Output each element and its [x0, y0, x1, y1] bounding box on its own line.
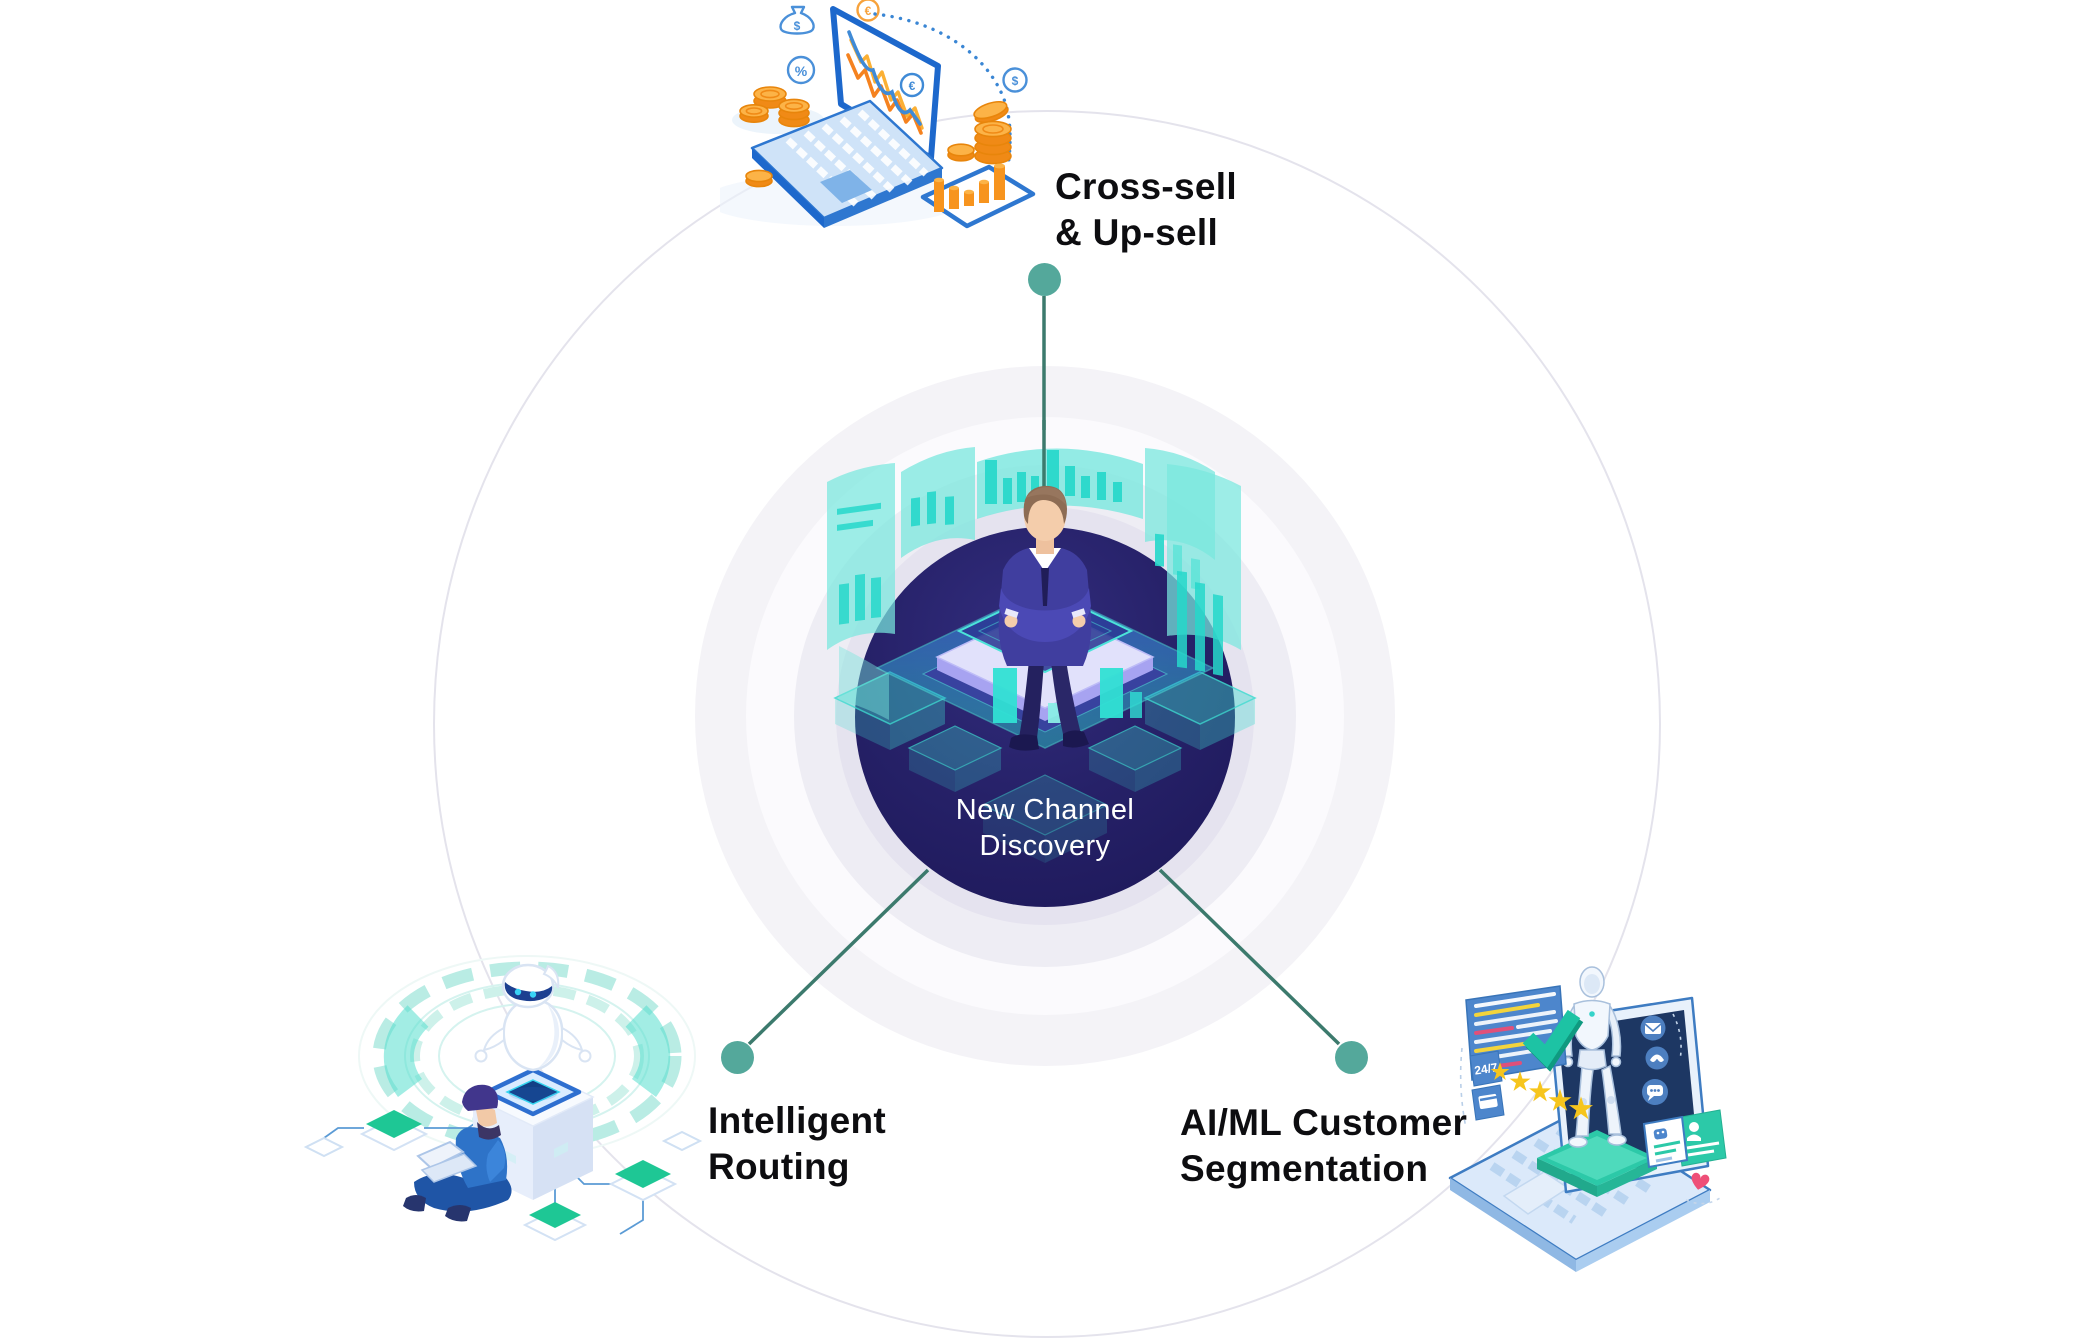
checkmark-icon — [1522, 1009, 1584, 1072]
chat-icon — [1642, 1079, 1668, 1105]
euro-coin-icon: € — [856, 0, 880, 22]
robot-platform — [1537, 1130, 1657, 1197]
humanoid-robot-icon — [1562, 966, 1627, 1148]
routing-line1: Intelligent — [708, 1100, 887, 1141]
center-label-line2: Discovery — [979, 830, 1111, 862]
sitting-person — [403, 1084, 512, 1222]
star-rating — [1490, 1062, 1594, 1120]
tablet-bar-chart-icon — [920, 163, 1036, 229]
holo-chart-panels — [827, 447, 1241, 720]
money-bag-icon: $ — [779, 5, 815, 35]
robot-visor — [504, 982, 553, 1002]
connector-bottom-left — [747, 868, 930, 1046]
dashed-decor — [1685, 1197, 1721, 1205]
routing-line2: Routing — [708, 1146, 850, 1187]
hover-robot-icon — [474, 963, 592, 1101]
node-label-cross-sell: Cross-sell & Up-sell — [1055, 164, 1237, 256]
ai-ml-segmentation-illustration: 24/7 — [1448, 966, 1727, 1272]
svg-text:$: $ — [1012, 74, 1019, 88]
mail-icon — [1640, 1015, 1666, 1041]
new-channel-discovery-illustration — [827, 420, 1257, 863]
chip-icons — [303, 1110, 703, 1242]
beanie — [462, 1084, 498, 1111]
svg-text:€: € — [909, 79, 916, 93]
svg-text:$: $ — [794, 19, 801, 33]
center-label-line1: New Channel — [955, 794, 1135, 826]
chart-line-orange — [846, 53, 923, 135]
chart-line-blue — [847, 30, 922, 126]
svg-text:%: % — [795, 63, 808, 79]
orbit-circle — [433, 110, 1661, 1338]
node-dot-bottom-left — [721, 1041, 754, 1074]
badge-24-7: 24/7 — [1469, 1050, 1503, 1087]
coin-stack-right-icon — [947, 100, 1012, 165]
holo-bars — [985, 450, 1122, 504]
customer-card-teal — [1675, 1109, 1727, 1167]
segmentation-line2: Segmentation — [1180, 1148, 1429, 1189]
face — [476, 1107, 497, 1127]
credit-card-icon — [1471, 1084, 1505, 1121]
intelligent-routing-illustration — [303, 955, 703, 1242]
coin-stack-left-icon — [739, 86, 810, 128]
cross-sell-illustration: $ € % $ — [720, 0, 1036, 229]
euro-on-screen-icon — [899, 72, 925, 98]
svg-text:€: € — [865, 4, 872, 18]
cross-sell-line2: & Up-sell — [1055, 212, 1219, 253]
center-label: New Channel Discovery — [895, 792, 1195, 864]
node-label-aiml-segmentation: AI/ML Customer Segmentation — [1180, 1100, 1467, 1192]
cross-sell-line1: Cross-sell — [1055, 166, 1237, 207]
heart-icon — [1691, 1172, 1710, 1190]
single-coin-icon — [745, 169, 773, 188]
touchpad — [820, 170, 872, 203]
phone-icon — [1645, 1046, 1669, 1070]
percent-icon: % — [786, 55, 816, 85]
orange-bars — [934, 163, 1005, 212]
segmentation-line1: AI/ML Customer — [1180, 1102, 1468, 1143]
node-dot-bottom-right — [1335, 1041, 1368, 1074]
dollar-coin-icon: $ — [1002, 67, 1028, 93]
node-label-intelligent-routing: Intelligent Routing — [708, 1098, 886, 1190]
svg-text:24/7: 24/7 — [1473, 1060, 1499, 1078]
connector-bottom-right — [1158, 868, 1341, 1046]
laptop-keyboard — [750, 99, 944, 228]
node-dot-top — [1028, 263, 1061, 296]
beard — [477, 1122, 501, 1140]
laptop-of-person — [416, 1140, 465, 1170]
dotted-money-arc — [873, 12, 1012, 168]
customer-card-white — [1642, 1115, 1689, 1169]
dashed-decor — [1459, 1047, 1467, 1129]
businessman-figure — [998, 485, 1092, 751]
